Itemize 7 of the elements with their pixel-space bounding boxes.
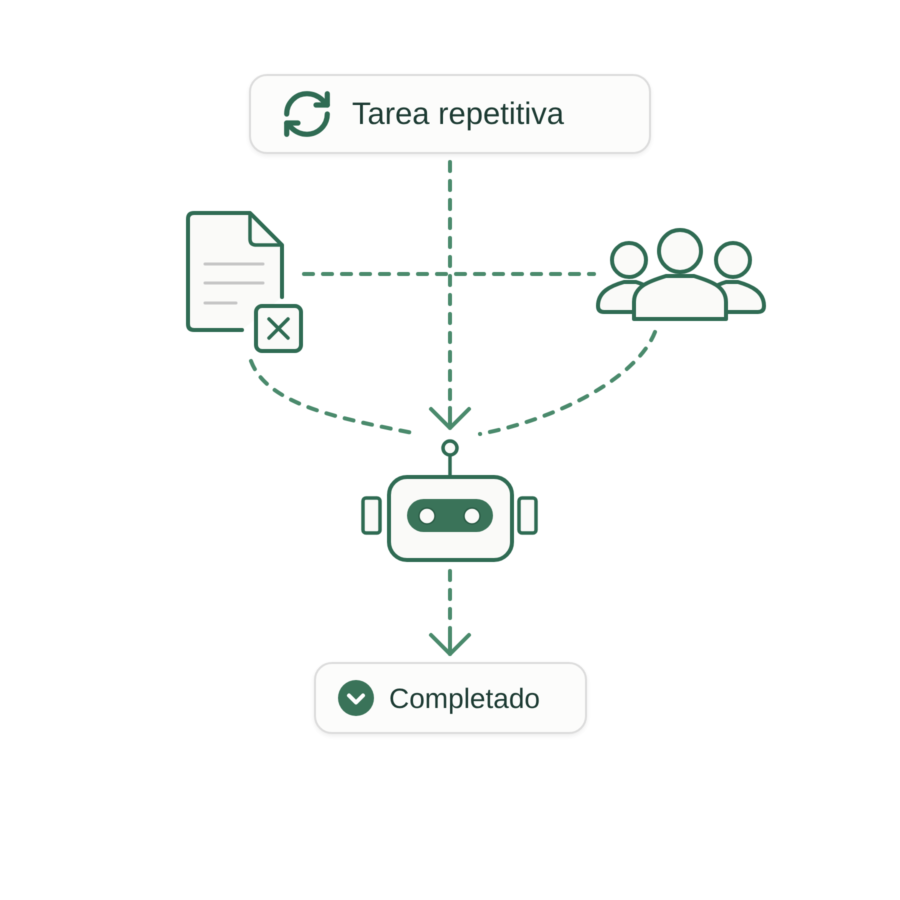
step-box [249,74,651,154]
step-label: Tarea repetitiva [352,94,564,133]
dashed-line [302,272,596,276]
document-with-x-icon [186,211,304,353]
step-label: Completado [389,682,540,716]
dashed-line [478,330,657,436]
step-box [314,662,587,734]
